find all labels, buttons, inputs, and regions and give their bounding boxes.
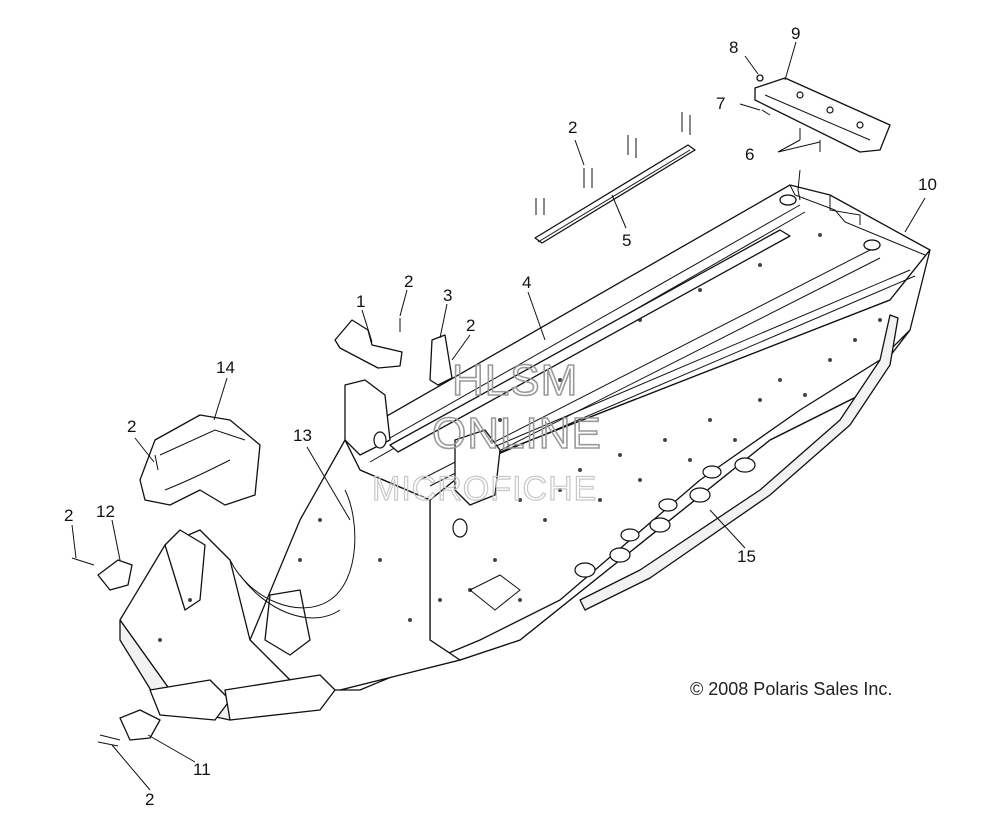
bracket-11	[119, 709, 161, 741]
callout-11: 11	[193, 760, 211, 779]
front-bulkhead	[119, 379, 501, 721]
callout-8: 8	[729, 38, 738, 57]
callout-2-strip: 2	[568, 118, 577, 137]
callout-10: 10	[918, 175, 937, 194]
watermark-line-1: HLSM	[452, 356, 578, 405]
slide-rail-strip	[579, 314, 899, 611]
bracket-12	[97, 559, 133, 591]
callout-2-bottom: 2	[145, 790, 154, 809]
callout-2-upper: 2	[466, 316, 475, 335]
bracket-1	[334, 319, 403, 369]
watermark-line-3: MICROFICHE	[372, 470, 597, 508]
callout-5: 5	[622, 231, 631, 250]
reinforcement-strip	[534, 144, 696, 244]
callout-14: 14	[216, 358, 235, 377]
callout-15: 15	[737, 547, 756, 566]
bracket-14	[139, 414, 261, 506]
callout-2-front: 2	[64, 506, 73, 525]
rivet-holes	[158, 233, 882, 642]
callout-13: 13	[293, 426, 312, 445]
leader-lines	[71, 41, 926, 791]
callout-4: 4	[522, 273, 531, 292]
callout-6: 6	[745, 145, 754, 164]
bracket-3	[429, 334, 453, 386]
callout-9: 9	[791, 24, 800, 43]
watermark-line-2: ONLINE	[432, 409, 602, 458]
callout-1: 1	[356, 292, 365, 311]
side-cutouts	[469, 457, 756, 611]
rear-bracket	[754, 77, 891, 153]
callout-7: 7	[716, 94, 725, 113]
copyright-notice: © 2008 Polaris Sales Inc.	[690, 679, 892, 699]
fasteners	[71, 74, 821, 747]
callout-2-bracket: 2	[404, 272, 413, 291]
callout-2-left: 2	[127, 417, 136, 436]
deck-rail	[389, 229, 791, 453]
callout-12: 12	[96, 502, 115, 521]
callout-labels: 1 2 3 2 4 2 5 6 7 8 9 10 14 2 13 2 12 15…	[64, 24, 937, 809]
callout-3: 3	[443, 286, 452, 305]
watermark: HLSM ONLINE MICROFICHE	[371, 355, 602, 508]
